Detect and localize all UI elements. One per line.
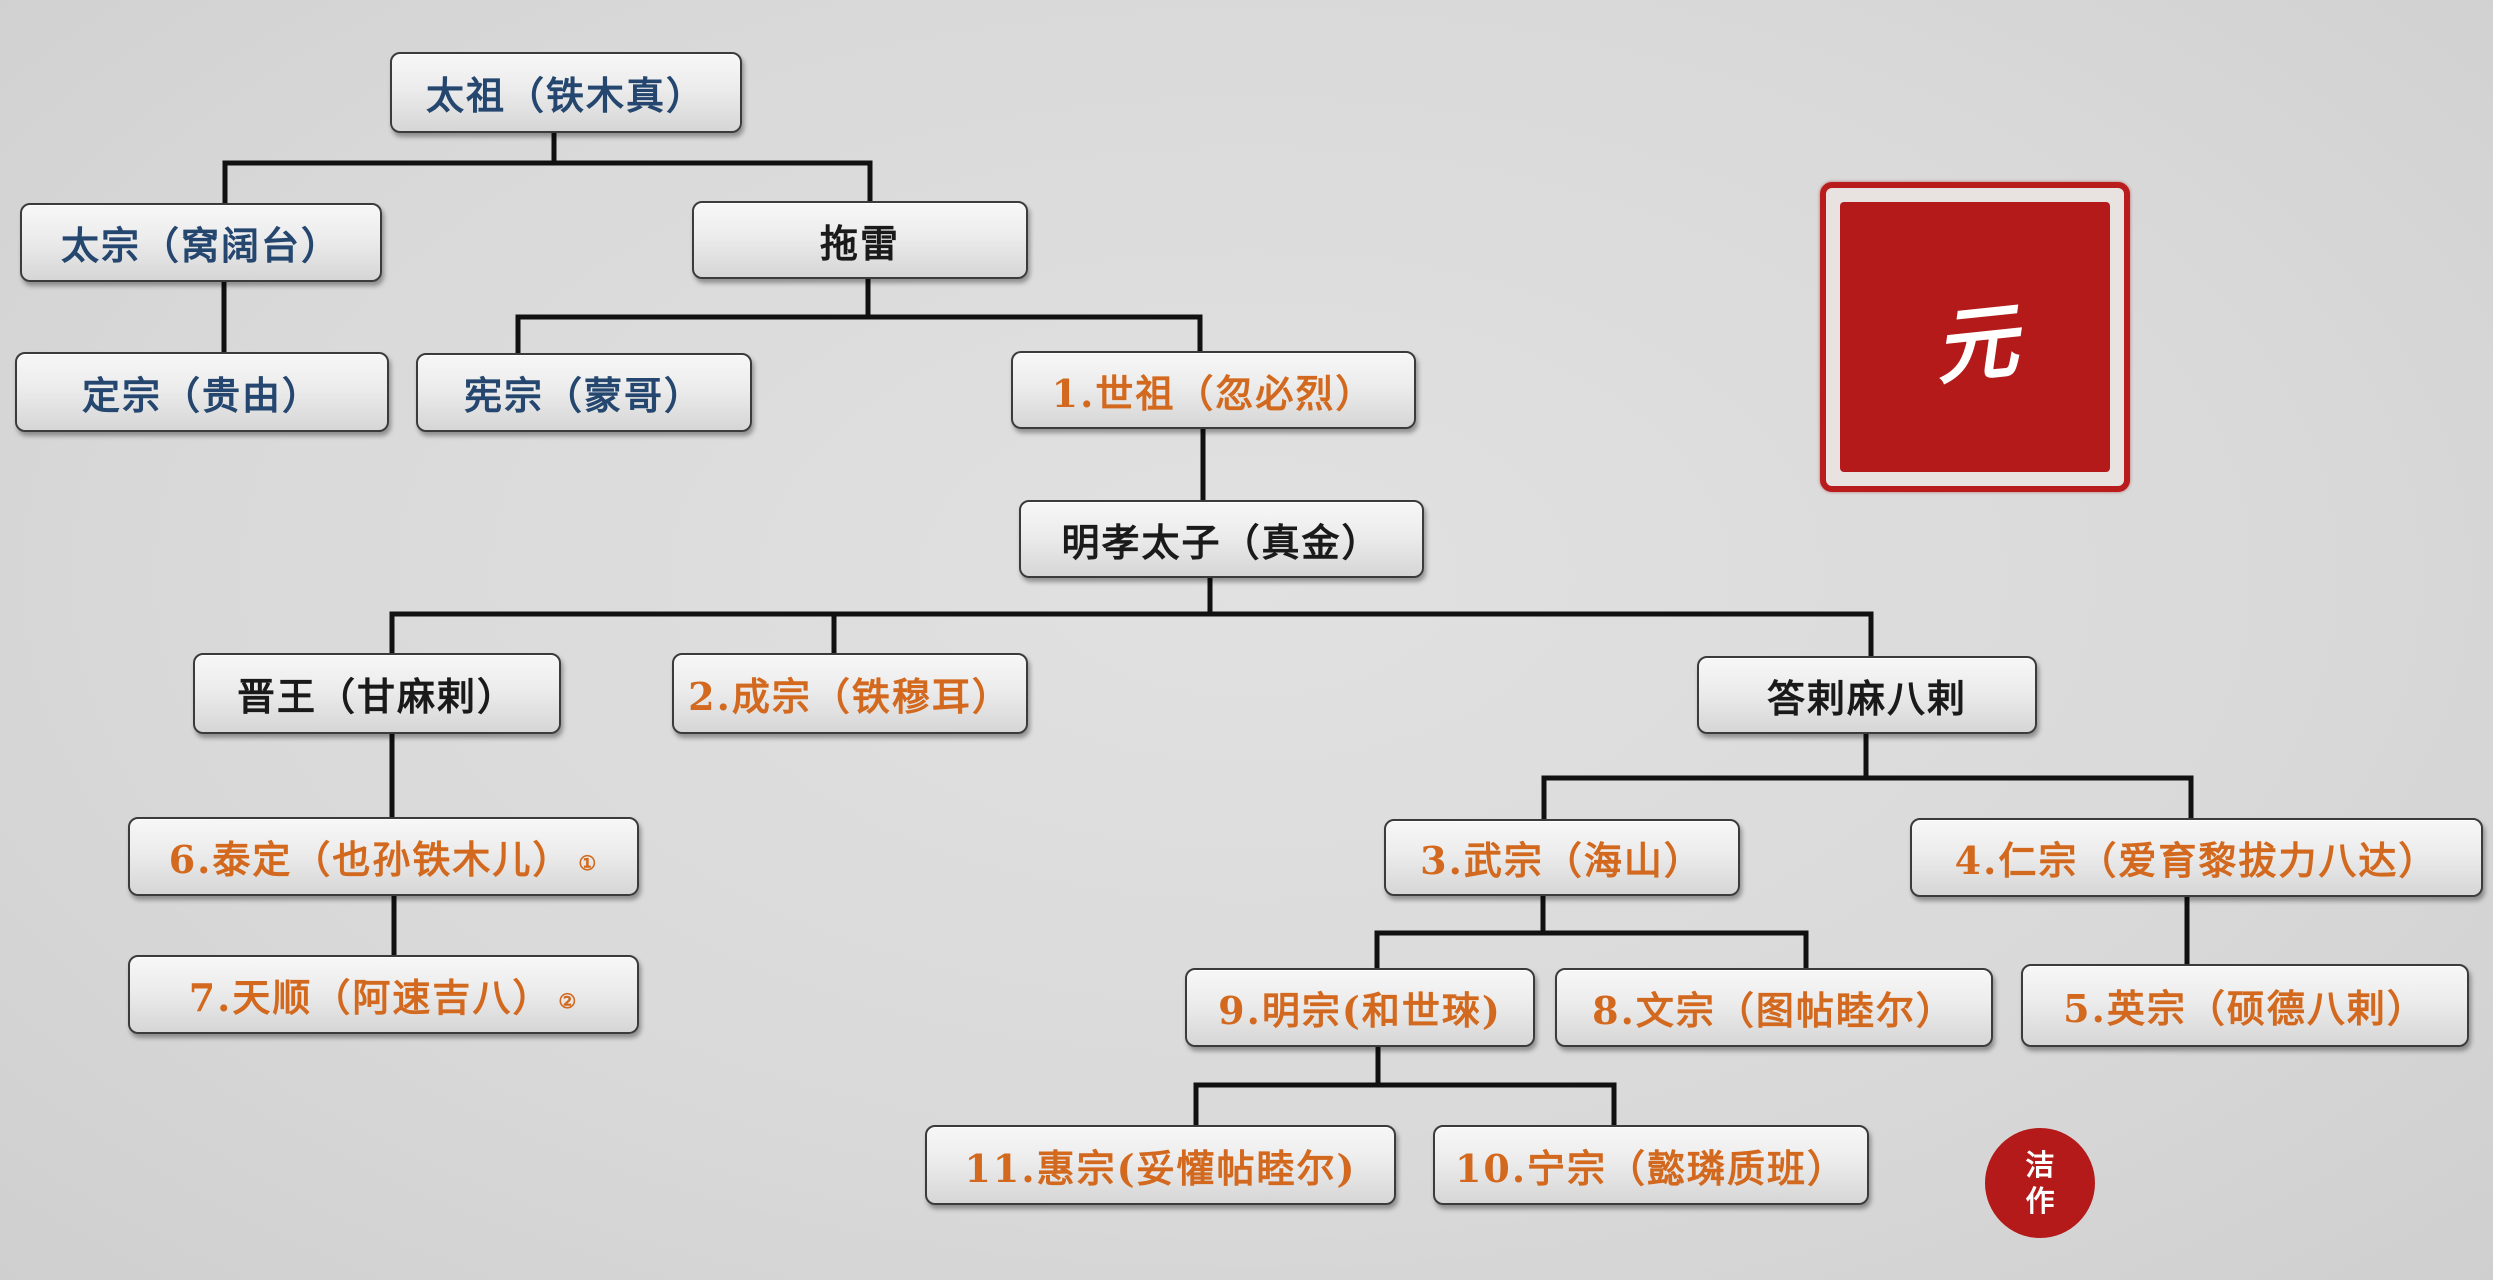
node-taiding-label: 6.泰定（也孙铁木儿） (168, 837, 573, 882)
node-wenzong: 8.文宗（图帖睦尔） (1555, 968, 1993, 1047)
node-taizu: 太祖（铁木真） (390, 52, 742, 133)
node-taiding-note: ① (578, 850, 599, 875)
node-wuzong: 3.武宗（海山） (1384, 819, 1740, 896)
link-tuolei (515, 276, 1203, 356)
link-taizu (222, 130, 873, 206)
seal-character: 元 (1929, 292, 2022, 397)
link-wuzong (1374, 893, 1809, 971)
seal-inner: 元 (1840, 202, 2110, 472)
node-jinwang: 晋王（甘麻剌） (193, 653, 561, 734)
stamp-char-2: 作 (2025, 1184, 2055, 1218)
node-mingzong: 9.明宗(和世琜) (1185, 968, 1535, 1047)
node-xianzong: 宪宗（蒙哥） (416, 353, 752, 432)
node-tianshun: 7.天顺（阿速吉八）② (128, 955, 639, 1034)
stamp-char-1: 洁 (2025, 1148, 2055, 1182)
node-tianshun-note: ② (558, 988, 579, 1013)
node-dalamabala: 答剌麻八剌 (1697, 656, 2037, 734)
node-ningzong: 10.宁宗（懿璘质班） (1433, 1125, 1869, 1205)
link-mingxiao (389, 575, 1874, 659)
node-mingxiao: 明孝太子（真金） (1019, 500, 1424, 578)
yuan-seal: 元 (1820, 182, 2130, 492)
node-renzong: 4.仁宗（爱育黎拔力八达） (1910, 818, 2483, 897)
link-mingzong (1193, 1044, 1617, 1128)
node-shizu: 1.世祖（忽必烈） (1011, 351, 1416, 429)
node-chengzong: 2.成宗（铁穆耳） (672, 653, 1028, 734)
link-dalamabala (1541, 731, 2194, 822)
node-dingzong: 定宗（贵由） (15, 352, 389, 432)
node-taizong: 太宗（窝阔台） (20, 203, 382, 282)
node-tianshun-label: 7.天顺（阿速吉八） (188, 975, 553, 1020)
node-yingzong: 5.英宗（硕德八剌） (2021, 964, 2469, 1047)
node-taiding: 6.泰定（也孙铁木儿）① (128, 817, 639, 896)
author-stamp: 洁 作 (1985, 1128, 2095, 1238)
node-tuolei: 拖雷 (692, 201, 1028, 279)
node-huizong: 11.惠宗(妥懽帖睦尔) (925, 1125, 1396, 1205)
